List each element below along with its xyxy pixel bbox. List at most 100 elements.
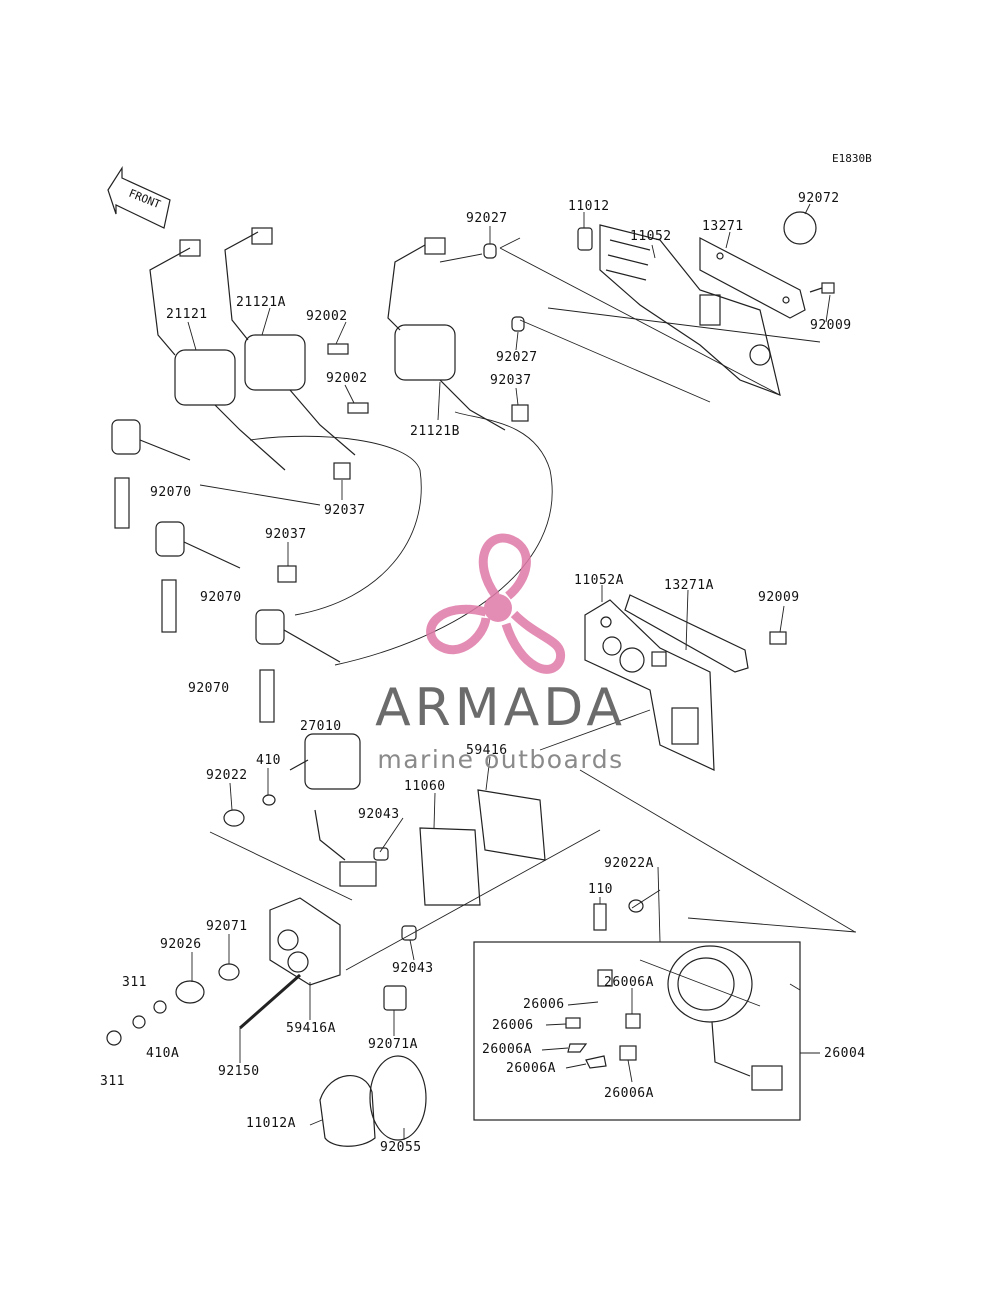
part-label-13271: 13271 <box>702 219 744 234</box>
part-label-92055: 92055 <box>380 1140 422 1155</box>
part-label-21121A: 21121A <box>236 295 286 310</box>
part-label-21121B: 21121B <box>410 424 460 439</box>
clip-26006-b-icon <box>565 1017 581 1029</box>
knob-11012A-icon <box>319 1075 376 1147</box>
part-label-92002-a: 92002 <box>306 309 348 324</box>
bolt-92150-icon <box>239 973 301 1030</box>
part-label-92150: 92150 <box>218 1064 260 1079</box>
plug-cap-92070-c-icon <box>255 609 341 723</box>
bolt-92009-b-icon <box>769 631 787 645</box>
bracket-13271-icon <box>699 237 806 319</box>
bracket-13271A-icon <box>624 594 749 673</box>
part-label-311-a: 311 <box>122 975 147 990</box>
cover-59416-icon <box>477 789 546 861</box>
part-label-11060: 11060 <box>404 779 446 794</box>
pin-92043-b-icon <box>401 925 417 941</box>
nut-311-b-icon <box>106 1030 122 1046</box>
part-label-92043-a: 92043 <box>358 807 400 822</box>
part-label-410A: 410A <box>146 1046 180 1061</box>
part-label-92070-c: 92070 <box>188 681 230 696</box>
part-label-311-b: 311 <box>100 1074 125 1089</box>
part-label-92070-a: 92070 <box>150 485 192 500</box>
bracket-11052A-icon <box>584 599 715 771</box>
plug-cap-92070-a-icon <box>111 419 191 529</box>
clip-26006A-b-icon <box>625 1013 641 1029</box>
clip-26006A-c-icon <box>567 1043 588 1053</box>
part-label-92027-a: 92027 <box>466 211 508 226</box>
plug-cap-92070-b-icon <box>155 521 241 633</box>
part-label-410: 410 <box>256 753 281 768</box>
clamp-92037-a-icon <box>511 404 529 422</box>
part-label-59416: 59416 <box>466 743 508 758</box>
part-label-92009-b: 92009 <box>758 590 800 605</box>
watermark-subtitle: marine outboards <box>377 745 624 774</box>
bolt-11012-icon <box>577 227 593 251</box>
part-label-26006A-c: 26006A <box>506 1061 556 1076</box>
part-label-26006A-d: 26006A <box>604 1086 654 1101</box>
housing-59416A-icon <box>269 897 341 986</box>
meter-26004-icon <box>667 945 783 1091</box>
bolt-110-icon <box>593 903 607 931</box>
part-label-59416A: 59416A <box>286 1021 336 1036</box>
bolt-92009-a-icon <box>809 282 835 294</box>
part-label-92037-c: 92037 <box>265 527 307 542</box>
washer-92022A-icon <box>628 899 644 913</box>
seal-92071-icon <box>218 963 240 981</box>
ignition-coil-21121-icon <box>149 239 286 471</box>
ignition-coil-21121A-icon <box>224 227 356 456</box>
clip-26006A-d-icon <box>585 1055 607 1069</box>
part-label-92071: 92071 <box>206 919 248 934</box>
collar-92027-b-icon <box>511 316 525 332</box>
front-arrow-icon <box>107 165 171 229</box>
part-label-110: 110 <box>588 882 613 897</box>
washer-410A-icon <box>153 1000 167 1014</box>
part-label-27010: 27010 <box>300 719 342 734</box>
part-label-13271A: 13271A <box>664 578 714 593</box>
armada-logo-icon <box>426 533 566 674</box>
part-label-92071A: 92071A <box>368 1037 418 1052</box>
part-label-11052A: 11052A <box>574 573 624 588</box>
part-label-11012: 11012 <box>568 199 610 214</box>
part-label-11052: 11052 <box>630 229 672 244</box>
seal-92026-icon <box>175 980 205 1004</box>
part-label-26006-a: 26006 <box>523 997 565 1012</box>
part-label-92037-b: 92037 <box>324 503 366 518</box>
washer-92022-icon <box>223 809 245 827</box>
part-label-26006A-b: 26006A <box>482 1042 532 1057</box>
oring-92055-icon <box>369 1055 427 1141</box>
bolt-92002-b-icon <box>347 402 369 414</box>
part-label-92022: 92022 <box>206 768 248 783</box>
collar-92027-a-icon <box>483 243 497 259</box>
watermark-title: ARMADA <box>375 678 626 738</box>
clamp-92037-b-icon <box>333 462 351 480</box>
part-label-92022A: 92022A <box>604 856 654 871</box>
part-label-92026: 92026 <box>160 937 202 952</box>
part-label-92043-b: 92043 <box>392 961 434 976</box>
diagram-code: E1830B <box>832 152 872 165</box>
clamp-92037-c-icon <box>277 565 297 583</box>
part-label-26006-b: 26006 <box>492 1018 534 1033</box>
bracket-11052-icon <box>599 224 781 396</box>
part-label-92072: 92072 <box>798 191 840 206</box>
gasket-11060-icon <box>419 827 481 906</box>
part-label-21121: 21121 <box>166 307 208 322</box>
clip-26006A-e-icon <box>619 1045 637 1061</box>
part-label-11012A: 11012A <box>246 1116 296 1131</box>
nut-311-a-icon <box>132 1015 146 1029</box>
pin-92043-a-icon <box>373 847 389 861</box>
part-label-92037-a: 92037 <box>490 373 532 388</box>
bolt-92002-a-icon <box>327 343 349 355</box>
part-label-26006A-a: 26006A <box>604 975 654 990</box>
unit-27010-icon <box>289 733 377 887</box>
plug-92071A-icon <box>383 985 407 1011</box>
ignition-coil-21121B-icon <box>387 237 506 431</box>
part-label-26004: 26004 <box>824 1046 866 1061</box>
part-label-92009-a: 92009 <box>810 318 852 333</box>
clamp-92072-icon <box>783 211 817 245</box>
washer-410-icon <box>262 794 276 806</box>
part-label-92027-b: 92027 <box>496 350 538 365</box>
part-label-92070-b: 92070 <box>200 590 242 605</box>
part-label-92002-b: 92002 <box>326 371 368 386</box>
clip-26006A-a-icon <box>597 969 613 987</box>
